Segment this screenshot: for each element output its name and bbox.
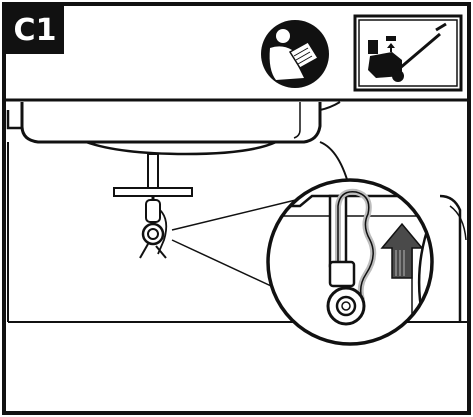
step-label: C1 [6, 6, 64, 54]
snowblower-lift-icon [353, 14, 463, 92]
hairpin-cotter-pin-icon [335, 188, 377, 301]
housing-right-edge [439, 194, 467, 322]
read-manual-icon [261, 20, 329, 88]
callout-lines [171, 195, 313, 293]
detail-magnifier [266, 178, 434, 346]
shift-rod [113, 153, 193, 259]
up-arrow-icon [380, 222, 424, 279]
